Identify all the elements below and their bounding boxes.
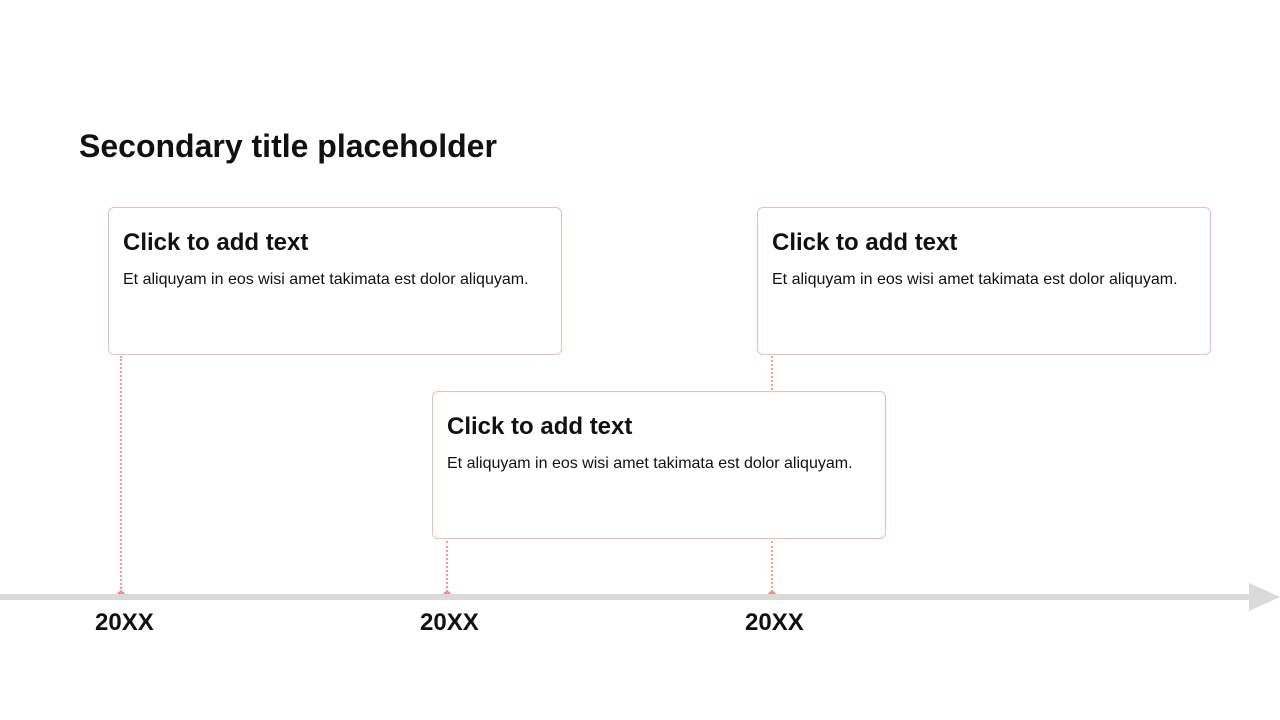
timeline-year-2[interactable]: 20XX — [420, 609, 479, 636]
card-title[interactable]: Click to add text — [772, 229, 958, 256]
page-title[interactable]: Secondary title placeholder — [79, 128, 497, 164]
card-title[interactable]: Click to add text — [447, 413, 633, 440]
timeline-connector-3b — [771, 541, 773, 592]
timeline-card-3[interactable]: Click to add text Et aliquyam in eos wis… — [757, 207, 1211, 355]
timeline-card-2[interactable]: Click to add text Et aliquyam in eos wis… — [432, 391, 886, 539]
card-title[interactable]: Click to add text — [123, 229, 309, 256]
timeline-year-1[interactable]: 20XX — [95, 609, 154, 636]
card-body[interactable]: Et aliquyam in eos wisi amet takimata es… — [447, 455, 853, 472]
timeline-year-3[interactable]: 20XX — [745, 609, 804, 636]
timeline-connector-1 — [120, 356, 122, 592]
card-body[interactable]: Et aliquyam in eos wisi amet takimata es… — [123, 271, 529, 288]
timeline-arrowhead-icon — [1249, 583, 1280, 611]
timeline-axis — [0, 594, 1252, 600]
card-body[interactable]: Et aliquyam in eos wisi amet takimata es… — [772, 271, 1178, 288]
timeline-card-1[interactable]: Click to add text Et aliquyam in eos wis… — [108, 207, 562, 355]
timeline-connector-3a — [771, 356, 773, 390]
timeline-connector-2 — [446, 541, 448, 592]
